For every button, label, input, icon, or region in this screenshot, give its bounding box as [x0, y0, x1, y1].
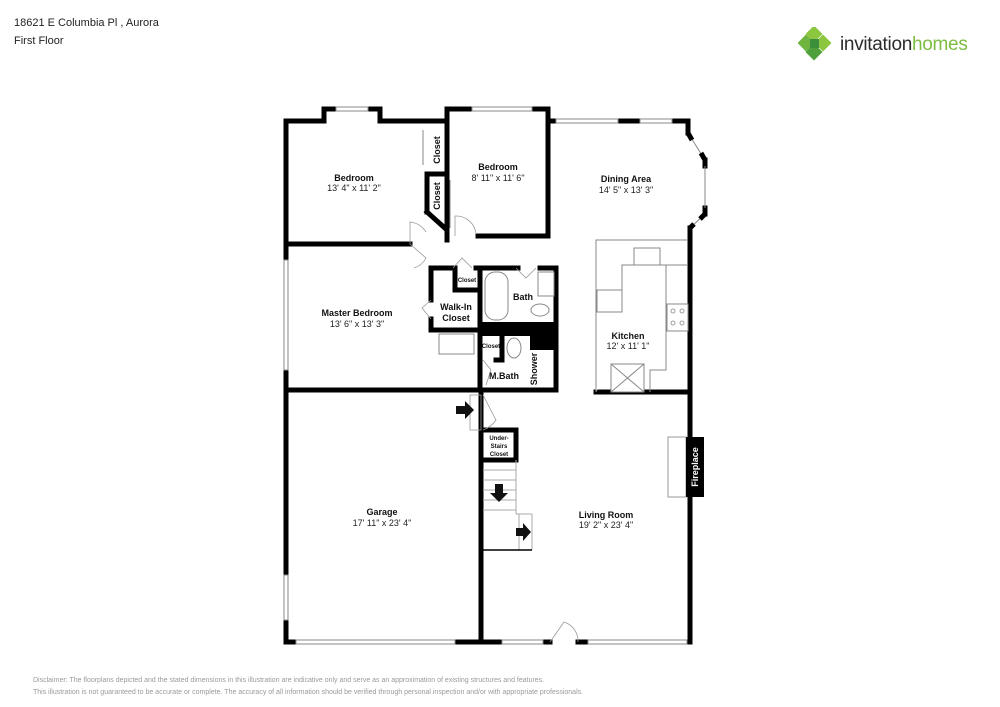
under-stairs-label-1: Under- — [489, 436, 508, 442]
logo-clover-icon — [798, 27, 832, 61]
room-dims-bedroom-1: 13' 4" x 11' 2" — [327, 183, 381, 193]
closet-label-bath: Closet — [458, 278, 476, 284]
room-name-garage: Garage — [366, 507, 397, 517]
room-dims-dining: 14' 5" x 13' 3" — [599, 185, 653, 195]
room-name-bedroom-1: Bedroom — [334, 173, 374, 183]
logo-wordmark: invitationhomes — [840, 34, 968, 55]
room-name-living-room: Living Room — [579, 510, 634, 520]
under-stairs-label-3: Closet — [490, 452, 508, 458]
walk-in-closet-label-1: Walk-In — [440, 302, 472, 312]
room-name-master-bedroom: Master Bedroom — [321, 308, 392, 318]
room-name-kitchen: Kitchen — [611, 331, 644, 341]
closet-label-upper: Closet — [432, 136, 442, 164]
disclaimer: Disclaimer: The floorplans depicted and … — [33, 675, 583, 699]
room-dims-master-bedroom: 13' 6" x 13' 3" — [330, 319, 384, 329]
arrow-right-icon — [456, 401, 474, 419]
room-name-bedroom-2: Bedroom — [478, 162, 518, 172]
room-name-dining: Dining Area — [601, 174, 652, 184]
disclaimer-line-2: This illustration is not guaranteed to b… — [33, 689, 584, 696]
arrow-right-icon — [516, 523, 531, 541]
walk-in-closet-label-2: Closet — [442, 313, 470, 323]
room-dims-bedroom-2: 8' 11" x 11' 6" — [471, 173, 524, 183]
closet-label-lower: Closet — [432, 182, 442, 210]
invitation-homes-logo: invitationhomes — [798, 27, 968, 63]
stair-arrows — [456, 401, 531, 541]
closet-label-mbath: Closet — [482, 344, 500, 350]
arrow-down-icon — [490, 484, 508, 502]
floor-label: First Floor — [14, 35, 64, 47]
room-dims-living-room: 19' 2" x 23' 4" — [579, 520, 633, 530]
fireplace-label: Fireplace — [690, 447, 700, 487]
disclaimer-line-1: Disclaimer: The floorplans depicted and … — [33, 677, 545, 684]
bath-label: Bath — [513, 292, 533, 302]
room-dims-garage: 17' 11" x 23' 4" — [353, 518, 412, 528]
page-header: 18621 E Columbia Pl , Aurora First Floor — [14, 14, 159, 50]
address: 18621 E Columbia Pl , Aurora — [14, 17, 159, 29]
mbath-label: M.Bath — [489, 371, 519, 381]
room-dims-kitchen: 12' x 11' 1" — [607, 341, 650, 351]
shower-label: Shower — [529, 352, 539, 385]
under-stairs-label-2: Stairs — [491, 444, 508, 450]
